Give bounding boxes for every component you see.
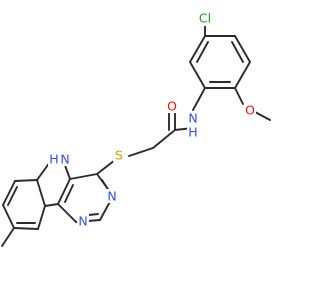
ring-nitrogen-label: N xyxy=(107,189,116,204)
bond xyxy=(254,111,271,121)
amide-hydrogen-label: H xyxy=(188,125,197,140)
sulfur-label: S xyxy=(115,148,123,163)
molecule-structure: Cl O O N H S H N N N xyxy=(1,11,271,247)
bond xyxy=(189,35,206,63)
bond xyxy=(234,35,251,63)
label-background xyxy=(48,152,60,166)
bond xyxy=(37,205,46,230)
double-bond-inner xyxy=(231,41,244,63)
chlorine-label: Cl xyxy=(199,11,211,26)
bond xyxy=(57,203,77,223)
pyrrole-nitrogen-label: N xyxy=(60,152,69,167)
bond xyxy=(128,147,154,157)
bond xyxy=(2,180,16,206)
label-background xyxy=(196,12,214,26)
bond-layer xyxy=(1,19,271,247)
double-bond-inner xyxy=(196,41,209,63)
carbonyl-oxygen-label: O xyxy=(167,99,177,114)
bond xyxy=(2,204,15,229)
bond xyxy=(152,129,176,149)
bond xyxy=(189,61,206,89)
label-background xyxy=(187,111,199,125)
bond xyxy=(96,159,116,175)
bond xyxy=(44,203,59,207)
label-background xyxy=(187,125,199,139)
ring-nitrogen-label: N xyxy=(78,214,87,229)
bond xyxy=(14,179,38,182)
pyrrole-hydrogen-label: H xyxy=(49,152,58,167)
label-background xyxy=(106,189,118,203)
bond xyxy=(69,173,98,180)
bond xyxy=(234,87,244,105)
methoxy-oxygen-label: O xyxy=(245,103,255,118)
double-bond-inner xyxy=(64,184,74,203)
label-background xyxy=(244,103,256,117)
amide-nitrogen-label: N xyxy=(188,111,197,126)
label-background xyxy=(166,99,178,113)
label-background xyxy=(59,152,71,166)
bond xyxy=(1,227,15,247)
bond xyxy=(57,178,71,205)
bond xyxy=(13,227,39,230)
bond xyxy=(234,61,251,89)
bond xyxy=(192,87,206,111)
bond xyxy=(36,161,51,181)
label-background xyxy=(113,148,125,162)
atom-label-layer: Cl O O N H S H N N N xyxy=(48,11,256,229)
bond xyxy=(36,179,46,207)
label-background xyxy=(77,214,89,228)
double-bond-inner xyxy=(7,186,18,206)
